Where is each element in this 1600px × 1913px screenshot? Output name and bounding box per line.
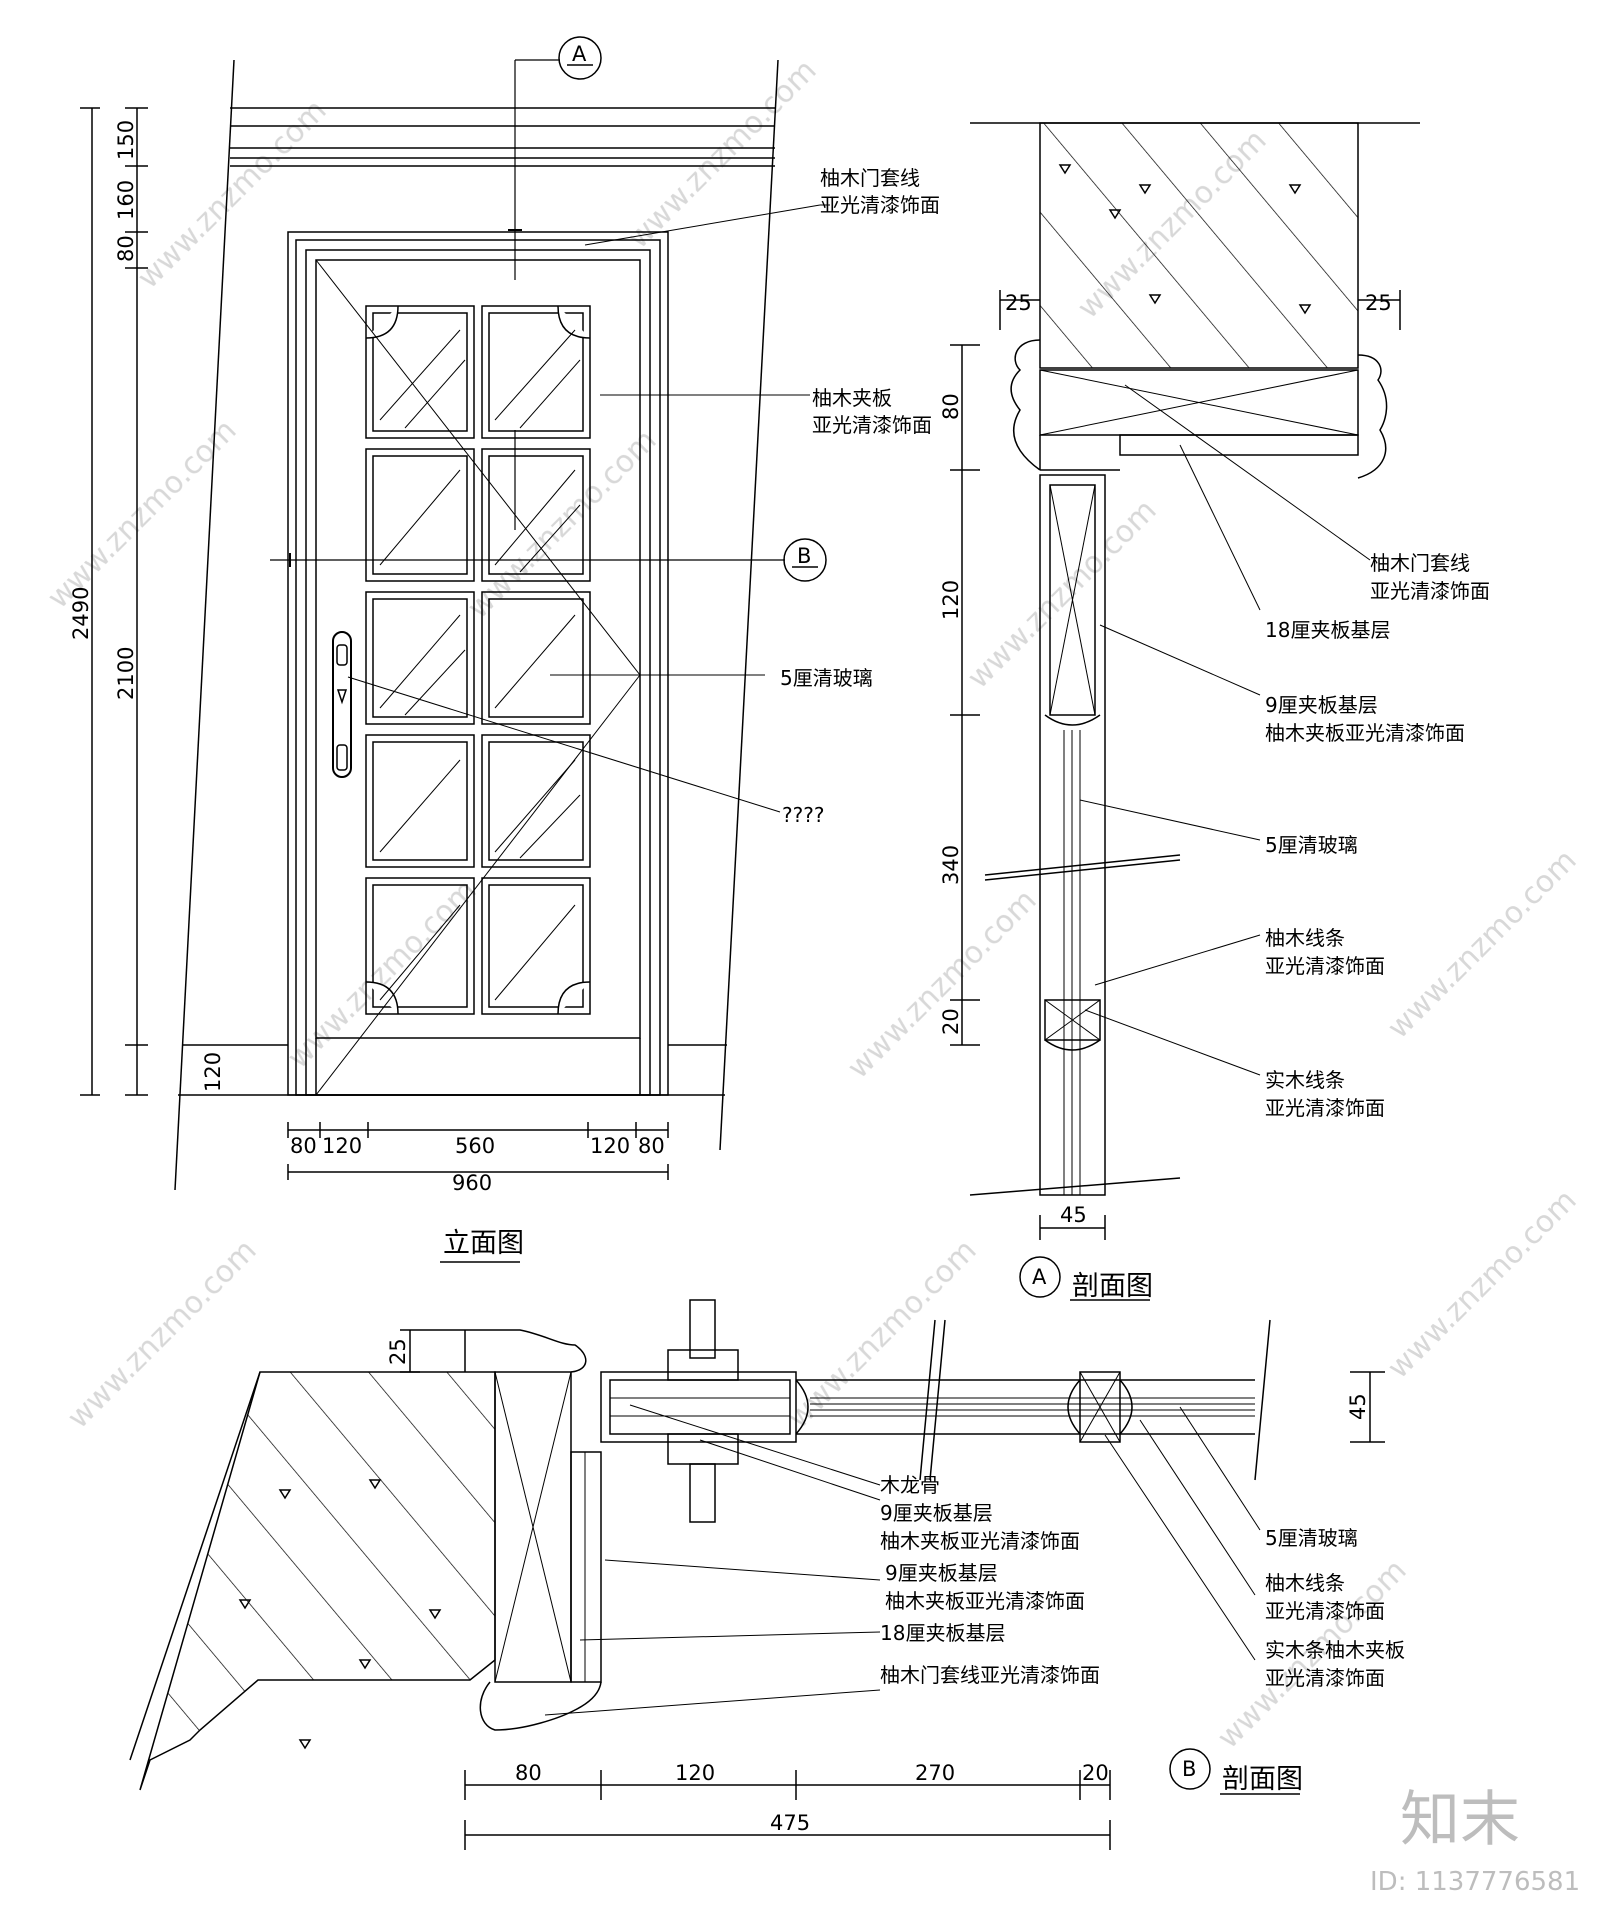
label-b-teak-ply: 柚木夹板亚光清漆饰面: [880, 1529, 1080, 1553]
dim-b-270: 270: [915, 1761, 955, 1785]
dim-2490: 2490: [69, 587, 93, 640]
label-b-teak-ply-2: 柚木夹板亚光清漆饰面: [885, 1589, 1085, 1613]
dim-80: 80: [114, 235, 138, 262]
dim-b-45: 45: [1346, 1393, 1370, 1420]
dim-bottom-80b: 80: [638, 1134, 665, 1158]
elevation-texts: 2490 2100 150 160 80 120 80 120 560 120 …: [69, 42, 940, 1259]
label-b-18ply: 18厘夹板基层: [880, 1621, 1005, 1645]
label-b-teak-strip: 柚木线条: [1265, 1571, 1345, 1595]
label-a-matte: 亚光清漆饰面: [1370, 579, 1490, 603]
dim-a-80: 80: [939, 393, 963, 420]
dim-a-45: 45: [1060, 1203, 1087, 1227]
dim-a-340: 340: [939, 845, 963, 885]
label-b-matte: 亚光清漆饰面: [1265, 1599, 1385, 1623]
label-a-9ply: 9厘夹板基层: [1265, 693, 1378, 717]
label-b-matte2: 亚光清漆饰面: [1265, 1666, 1385, 1690]
label-a-18ply: 18厘夹板基层: [1265, 618, 1390, 642]
label-a-teak-frame: 柚木门套线: [1370, 551, 1470, 575]
watermark-text: www.znzmo.com: [961, 493, 1164, 696]
dim-bottom-120: 120: [322, 1134, 362, 1158]
brand-logo-text: 知末: [1400, 1785, 1520, 1855]
label-a-matte2: 亚光清漆饰面: [1265, 954, 1385, 978]
watermark-text: www.znzmo.com: [281, 873, 484, 1076]
dim-b-475: 475: [770, 1811, 810, 1835]
label-glass: 5厘清玻璃: [780, 666, 873, 690]
section-a-texts: 25 25 80 120 340 20 45 柚木门套线 亚光清漆饰面 18厘夹…: [939, 291, 1490, 1302]
brand-id-text: ID: 1137776581: [1370, 1867, 1580, 1897]
label-unknown: ????: [782, 803, 824, 827]
section-b-texts: 25 45 80 120 270 20 475 木龙骨 9厘夹板基层 柚木夹板亚…: [386, 1338, 1405, 1835]
watermark-text: www.znzmo.com: [1381, 843, 1584, 1046]
dim-b-25: 25: [386, 1338, 410, 1365]
label-a-teak-strip: 柚木线条: [1265, 926, 1345, 950]
dim-160: 160: [114, 180, 138, 220]
label-a-solid-strip: 实木线条: [1265, 1068, 1345, 1092]
section-b-title: 剖面图: [1222, 1764, 1303, 1795]
dim-bottom-120b: 120: [590, 1134, 630, 1158]
label-b-9ply: 9厘夹板基层: [880, 1501, 993, 1525]
label-b-wood-stud: 木龙骨: [880, 1473, 940, 1497]
section-b-view: [129, 1299, 1385, 1850]
dim-2100: 2100: [114, 647, 138, 700]
elevation-title: 立面图: [443, 1228, 524, 1259]
dim-bottom-960: 960: [452, 1171, 492, 1195]
watermark-text: www.znzmo.com: [621, 53, 824, 256]
section-b-circle-mark: B: [1182, 1757, 1196, 1781]
label-b-teak-frame: 柚木门套线亚光清漆饰面: [880, 1663, 1100, 1687]
dim-a-120: 120: [939, 580, 963, 620]
dim-a-25-left: 25: [1005, 291, 1032, 315]
label-matte-finish: 亚光清漆饰面: [820, 193, 940, 217]
watermark-text: www.znzmo.com: [41, 413, 244, 616]
dim-bottom-560: 560: [455, 1134, 495, 1158]
section-b-mark: B: [797, 544, 811, 568]
elevation-view: [80, 36, 830, 1263]
section-a-circle-mark: A: [1032, 1265, 1047, 1289]
dim-a-25-right: 25: [1365, 291, 1392, 315]
section-a-title: 剖面图: [1072, 1271, 1153, 1302]
label-b-9ply-2: 9厘夹板基层: [885, 1561, 998, 1585]
dim-b-20: 20: [1082, 1761, 1109, 1785]
dim-b-120: 120: [675, 1761, 715, 1785]
watermark-text: www.znzmo.com: [131, 93, 334, 296]
label-a-glass: 5厘清玻璃: [1265, 833, 1358, 857]
label-a-teak-ply: 柚木夹板亚光清漆饰面: [1265, 721, 1465, 745]
label-b-solid-strip: 实木条柚木夹板: [1265, 1638, 1405, 1662]
dim-a-20: 20: [939, 1008, 963, 1035]
label-b-glass: 5厘清玻璃: [1265, 1526, 1358, 1550]
watermark-text: www.znzmo.com: [1381, 1183, 1584, 1386]
label-teak-frame: 柚木门套线: [820, 166, 920, 190]
label-matte-finish: 亚光清漆饰面: [812, 413, 932, 437]
brand-watermark: 知末 ID: 1137776581: [1370, 1785, 1580, 1897]
dim-bottom-80: 80: [290, 1134, 317, 1158]
dim-150: 150: [114, 120, 138, 160]
watermark-text: www.znzmo.com: [61, 1233, 264, 1436]
dim-b-80: 80: [515, 1761, 542, 1785]
section-a-mark: A: [572, 42, 587, 66]
label-a-matte3: 亚光清漆饰面: [1265, 1096, 1385, 1120]
section-a-view: [950, 122, 1420, 1301]
label-teak-plywood: 柚木夹板: [812, 386, 892, 410]
watermark-text: www.znzmo.com: [781, 1233, 984, 1436]
watermark-text: www.znzmo.com: [841, 883, 1044, 1086]
dim-120: 120: [201, 1052, 225, 1092]
